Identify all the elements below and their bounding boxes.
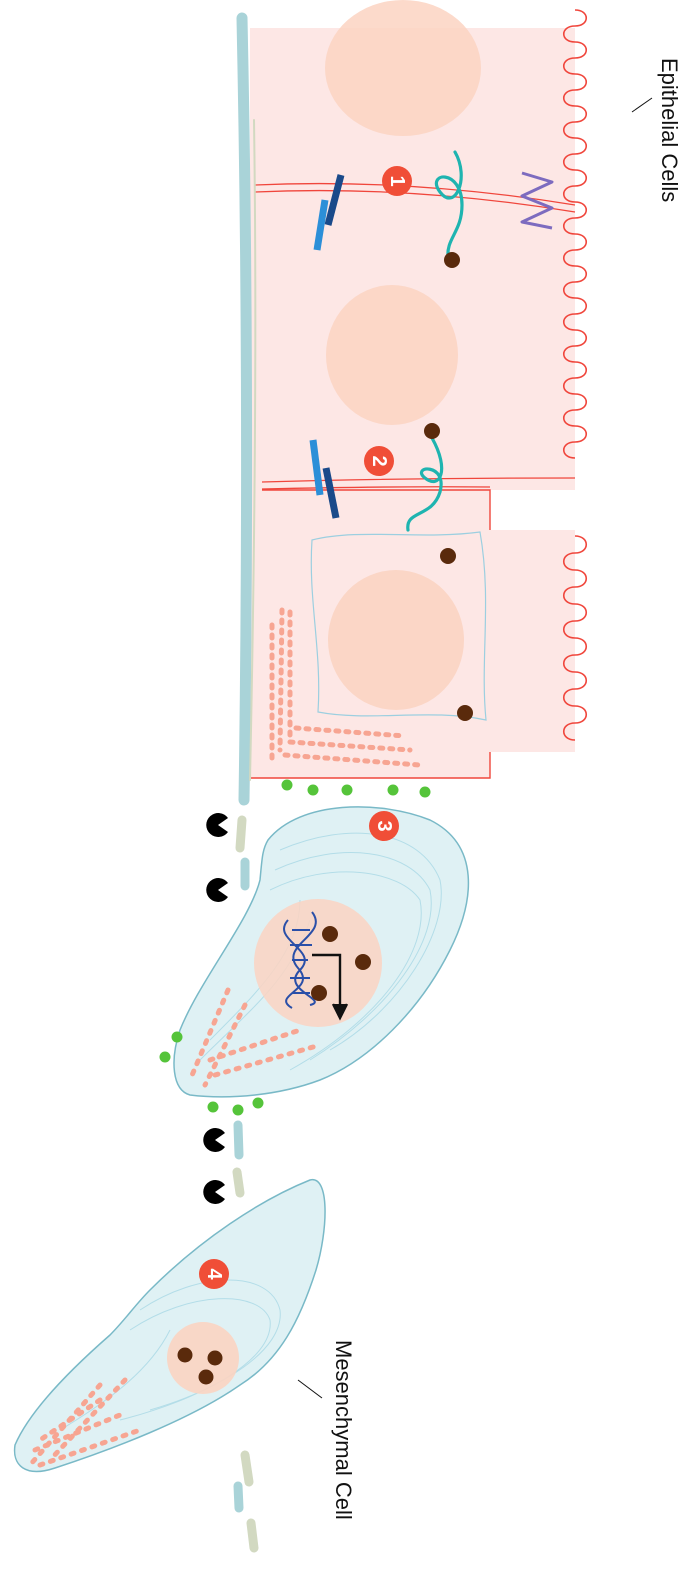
mesenchymal-cell: 4: [15, 1180, 325, 1472]
pacman-icon: [206, 813, 228, 837]
nucleus-3: [328, 570, 464, 710]
epithelial-cells-label: Epithelial Cells: [657, 58, 682, 202]
nucleus-1: [325, 0, 481, 136]
svg-text:2: 2: [368, 455, 390, 466]
step-4-marker: 4: [199, 1259, 229, 1289]
mesenchymal-leader-line: [298, 1380, 322, 1398]
pacman-icon: [203, 1180, 225, 1204]
step-3-marker: 3: [369, 811, 399, 841]
step-2-marker: 2: [364, 446, 394, 476]
svg-text:3: 3: [373, 820, 395, 831]
pacman-icon: [203, 1128, 225, 1152]
svg-text:1: 1: [386, 175, 408, 186]
epithelial-sheet: 1 2: [250, 0, 586, 798]
step-1-marker: 1: [382, 166, 412, 196]
mesenchymal-cell-label: Mesenchymal Cell: [331, 1340, 356, 1520]
nucleus-2: [326, 285, 458, 425]
transitioning-cell: 3: [174, 807, 468, 1097]
svg-text:4: 4: [203, 1268, 225, 1280]
pacman-icon: [206, 878, 228, 902]
epithelial-leader-line: [632, 98, 652, 112]
green-dots-upper: [282, 780, 431, 798]
